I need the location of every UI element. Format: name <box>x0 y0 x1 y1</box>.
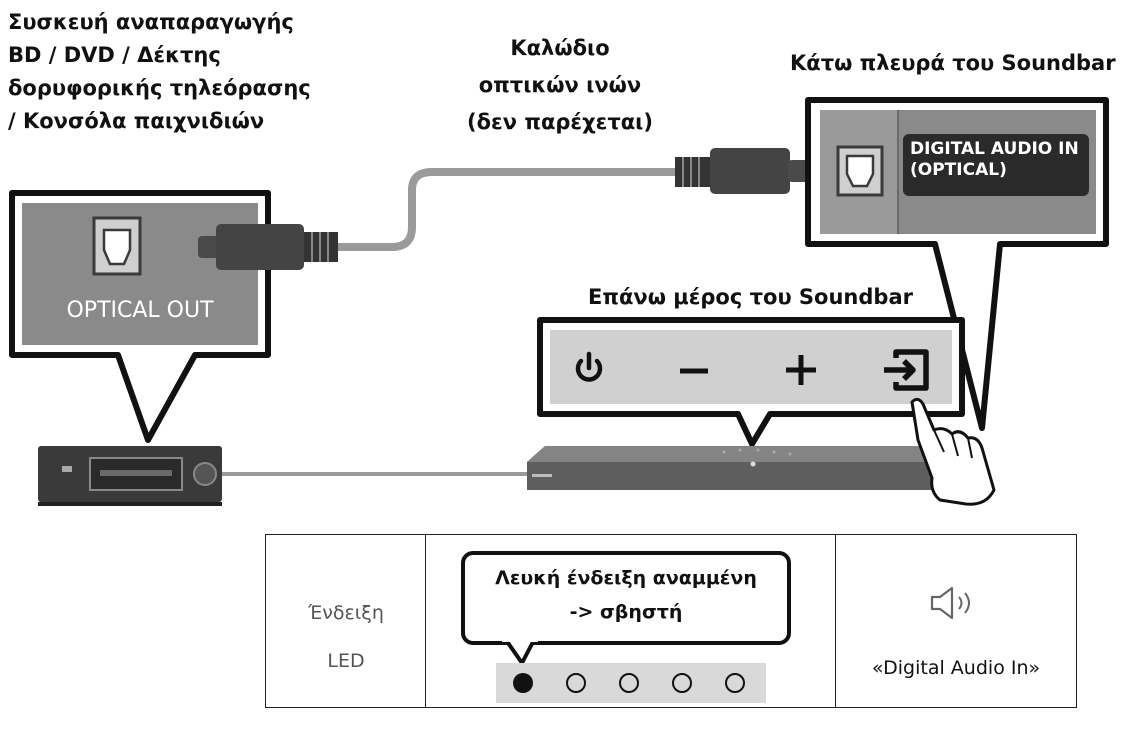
soundbar-bottom-label: Κάτω πλευρά του Soundbar <box>790 51 1116 75</box>
led-dot <box>725 673 745 693</box>
led-dots <box>513 673 745 693</box>
power-icon <box>575 351 603 382</box>
cable-line-3: (δεν παρέχεται) <box>467 110 653 134</box>
speaker-icon <box>930 586 970 620</box>
led-dot <box>672 673 692 693</box>
led-dot <box>566 673 586 693</box>
source-device-line-4: / Κονσόλα παιχνιδιών <box>8 109 265 133</box>
digital-audio-in-line-2: (OPTICAL) <box>910 160 1007 180</box>
cable-label: Καλώδιο οπτικών ινών (δεν παρέχεται) <box>455 30 665 141</box>
soundbar <box>527 446 962 490</box>
led-status-table: Ένδειξη LED Λευκή ένδειξη αναμμένη -> σβ… <box>265 534 1077 708</box>
source-device <box>38 446 222 506</box>
mode-label: «Digital Audio In» <box>871 657 1041 679</box>
digital-audio-in-label: DIGITAL AUDIO IN (OPTICAL) <box>910 139 1079 181</box>
hand-icon <box>910 397 996 506</box>
led-callout-line-1: Λευκή ένδειξη αναμμένη <box>495 567 757 589</box>
led-label-line-2: LED <box>327 650 365 672</box>
optical-out-label: OPTICAL OUT <box>66 298 214 323</box>
optical-plug-left <box>198 224 338 270</box>
cable-line-1: Καλώδιο <box>510 36 610 60</box>
optical-plug-right <box>675 148 810 194</box>
led-dot <box>619 673 639 693</box>
optical-cable <box>338 168 675 251</box>
digital-audio-in-line-1: DIGITAL AUDIO IN <box>910 139 1079 159</box>
soundbar-top-callout <box>537 317 965 447</box>
led-dot <box>513 673 533 693</box>
source-device-line-2: BD / DVD / Δέκτης <box>8 43 221 67</box>
source-device-line-3: δορυφορικής τηλεόρασης <box>8 76 311 100</box>
cable-line-2: οπτικών ινών <box>478 73 642 97</box>
led-strip <box>496 663 766 703</box>
led-callout-line-2: -> σβηστή <box>569 601 683 623</box>
led-label: Ένδειξη LED <box>266 589 426 685</box>
led-callout: Λευκή ένδειξη αναμμένη -> σβηστή <box>461 551 791 645</box>
source-input-icon <box>884 349 929 391</box>
plus-icon <box>786 355 816 385</box>
soundbar-top-label: Επάνω μέρος του Soundbar <box>588 285 913 309</box>
mode-cell: «Digital Audio In» <box>836 535 1076 707</box>
led-indicator-cell: Λευκή ένδειξη αναμμένη -> σβηστή <box>426 535 836 707</box>
led-label-cell: Ένδειξη LED <box>266 535 426 707</box>
source-device-label: Συσκευή αναπαραγωγής BD / DVD / Δέκτης δ… <box>8 6 311 138</box>
led-label-line-1: Ένδειξη <box>308 602 384 624</box>
source-device-line-1: Συσκευή αναπαραγωγής <box>8 10 294 34</box>
soundbar-bottom-callout <box>805 97 1109 431</box>
